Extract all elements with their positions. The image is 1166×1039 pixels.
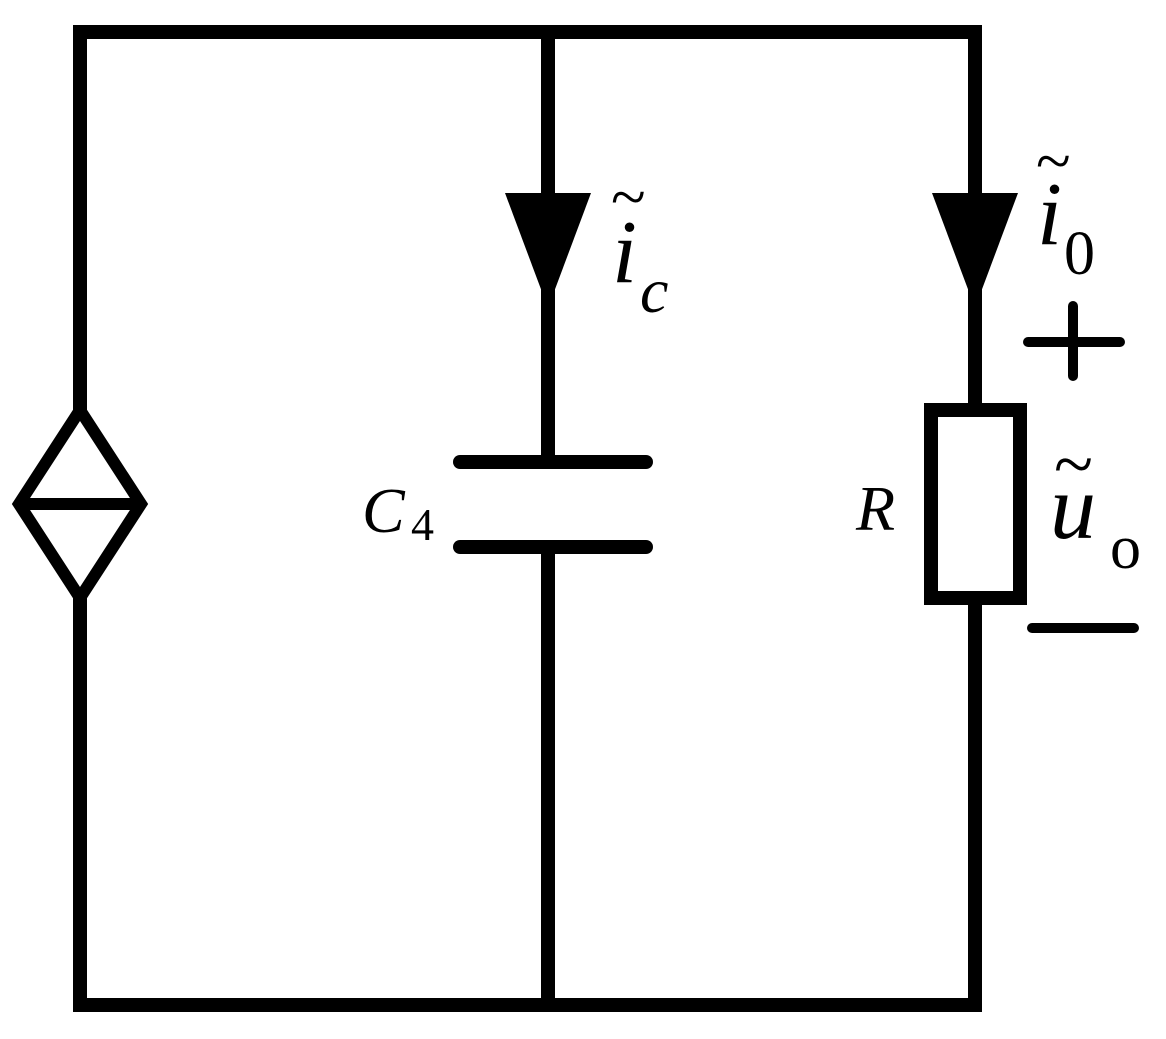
capacitor [453,455,653,554]
output-current-symbol: i [1037,165,1062,264]
capacitor-current-tilde: ~ [611,161,646,232]
resistor [924,403,1027,605]
capacitor-symbol: C [362,475,406,546]
output-current-subscript: 0 [1064,220,1095,288]
capacitor-current-subscript: c [640,255,668,326]
plus-sign [1023,301,1125,381]
capacitor-current-arrow-icon [505,193,591,308]
resistor-label: R [855,473,895,544]
capacitor-current-symbol: i [612,203,637,302]
plus-sign-glyph: + [0,0,1,1]
minus-sign-glyph: — [0,0,1,1]
output-current-arrow-icon [932,193,1018,308]
capacitor-subscript: 4 [411,499,434,550]
output-voltage-symbol: u [1050,456,1096,558]
output-current-label: ~ i 0 [1036,125,1095,288]
dependent-current-source [11,398,149,610]
capacitor-label: C 4 [362,475,434,550]
wires [73,25,982,1012]
output-current-tilde: ~ [1036,125,1071,196]
capacitor-current-label: ~ i c [611,161,668,326]
output-voltage-subscript: o [1110,514,1141,582]
output-voltage-label: ~ u o [1050,424,1141,582]
output-voltage-tilde: ~ [1054,424,1093,504]
